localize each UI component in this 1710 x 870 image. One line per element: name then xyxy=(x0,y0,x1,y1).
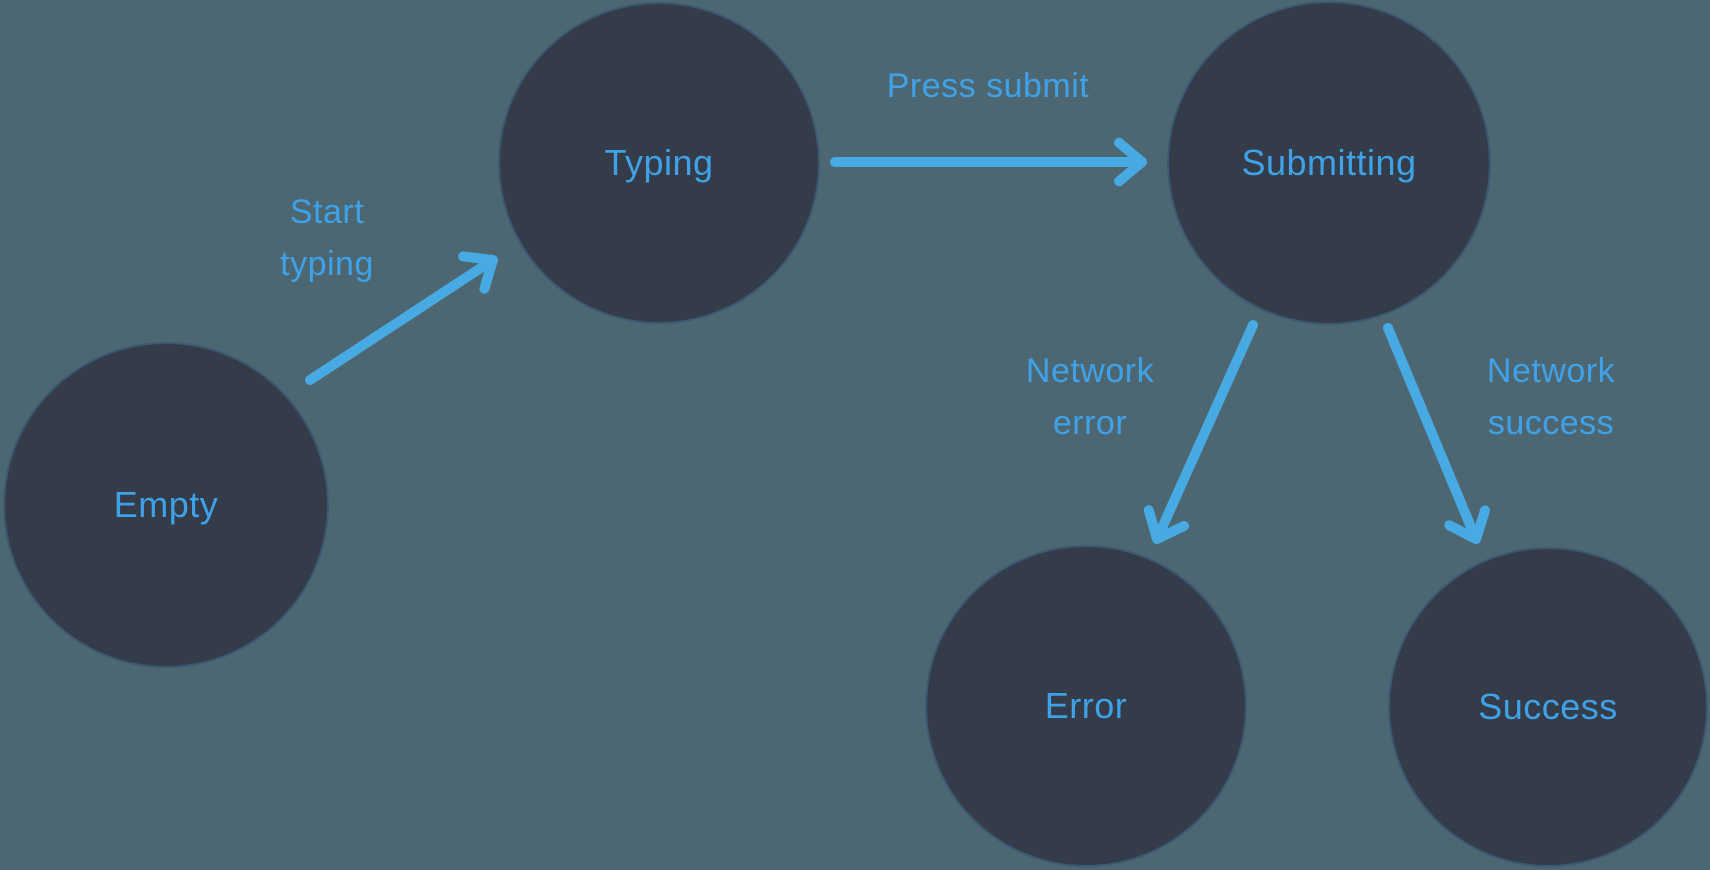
transition-shaft-start-typing xyxy=(305,260,490,385)
transition-shaft-network-success xyxy=(1383,323,1478,535)
transition-press-submit xyxy=(830,137,1147,187)
arrowhead-icon xyxy=(458,251,498,294)
arrowhead-icon xyxy=(1143,505,1190,544)
state-node-empty: Empty xyxy=(3,342,329,668)
arrowhead-icon xyxy=(1114,137,1147,187)
state-label-typing: Typing xyxy=(604,142,714,183)
transition-network-success xyxy=(1383,323,1491,544)
transition-network-error xyxy=(1143,320,1258,544)
state-label-submitting: Submitting xyxy=(1241,142,1417,183)
transition-label-network-error: Network error xyxy=(1025,352,1155,442)
state-label-success: Success xyxy=(1478,686,1618,727)
state-node-error: Error xyxy=(925,545,1247,867)
transition-label-press-submit: Press submit xyxy=(886,67,1090,105)
state-label-empty: Empty xyxy=(113,484,219,525)
transition-label-start-typing: Start typing xyxy=(280,193,374,283)
transition-start-typing xyxy=(305,251,498,385)
transition-label-network-success: Network success xyxy=(1486,352,1616,442)
state-node-success: Success xyxy=(1388,547,1708,867)
state-node-typing: Typing xyxy=(498,2,820,324)
transition-shaft-network-error xyxy=(1156,320,1258,535)
state-node-submitting: Submitting xyxy=(1167,1,1491,325)
state-label-error: Error xyxy=(1044,685,1128,726)
arrowhead-icon xyxy=(1444,505,1491,544)
